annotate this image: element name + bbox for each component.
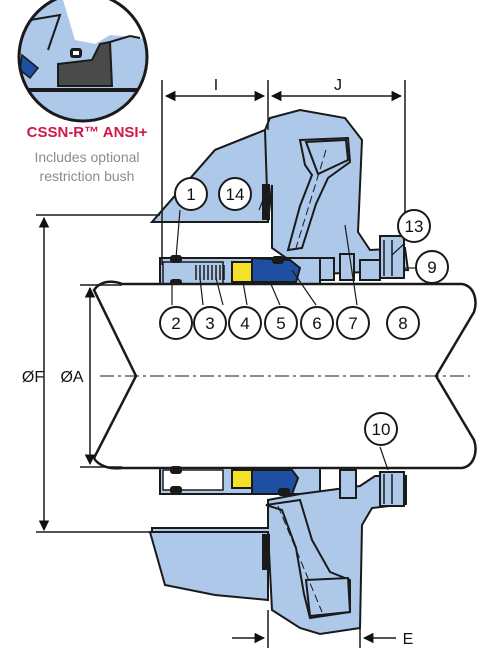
bubble-label: 14 <box>226 185 245 204</box>
bubble-2: 2 <box>159 306 193 340</box>
dim-label-j: J <box>334 77 342 94</box>
bubble-label: 2 <box>171 314 180 333</box>
bubble-label: 9 <box>427 258 436 277</box>
dim-label-i: I <box>214 77 218 94</box>
bubble-10: 10 <box>364 412 398 446</box>
bubble-3: 3 <box>193 306 227 340</box>
bubble-5: 5 <box>264 306 298 340</box>
bubble-6: 6 <box>300 306 334 340</box>
caption-title: CSSN-R™ ANSI+ <box>26 124 148 141</box>
bubble-13: 13 <box>397 209 431 243</box>
caption-line-2: restriction bush <box>39 168 135 184</box>
leader-lines <box>171 199 416 471</box>
upper-seal-cartridge <box>159 255 321 287</box>
lower-gland <box>148 469 407 636</box>
dim-label-f: ØF <box>22 369 44 386</box>
bubble-8: 8 <box>386 306 420 340</box>
bubble-9: 9 <box>415 250 449 284</box>
dim-label-e: E <box>403 631 414 648</box>
part-14-gasket <box>262 184 270 220</box>
bubble-label: 4 <box>240 314 249 333</box>
bubble-label: 1 <box>186 185 195 204</box>
bubble-label: 7 <box>348 314 357 333</box>
bubble-label: 10 <box>372 420 391 439</box>
bubble-7: 7 <box>336 306 370 340</box>
bubble-label: 6 <box>312 314 321 333</box>
spring <box>195 265 225 280</box>
dimension-lines <box>36 80 406 648</box>
bubble-label: 8 <box>398 314 407 333</box>
bubble-label: 3 <box>205 314 214 333</box>
bubble-label: 5 <box>276 314 285 333</box>
bubble-4: 4 <box>228 306 262 340</box>
bubble-1: 1 <box>174 177 208 211</box>
dim-label-a: ØA <box>60 369 83 386</box>
caption-line-1: Includes optional <box>34 149 140 165</box>
bubble-14: 14 <box>218 177 252 211</box>
zoom-inset <box>17 0 149 123</box>
bubble-label: 13 <box>405 217 424 236</box>
lower-seal-cartridge <box>159 466 321 496</box>
